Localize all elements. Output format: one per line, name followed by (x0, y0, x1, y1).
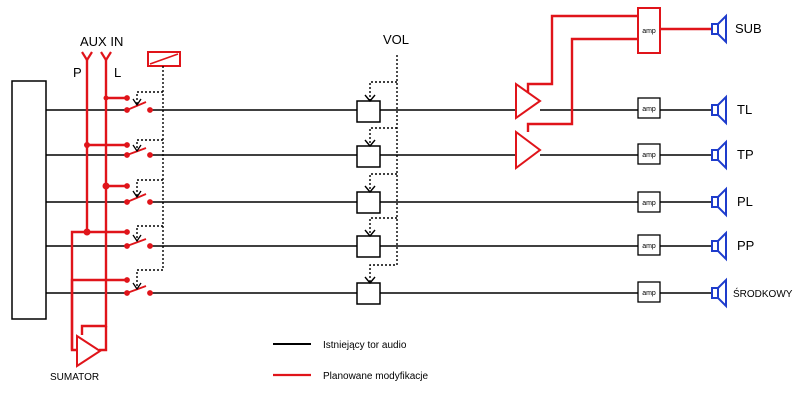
vol-control-lines (369, 55, 398, 283)
amp-label-center: amp (642, 290, 656, 297)
speaker-icon (711, 186, 727, 218)
sub-mix-paths (526, 14, 712, 132)
speakers (711, 13, 727, 309)
volume-blocks (356, 100, 381, 305)
aux-l-label: L (114, 65, 121, 80)
audio-source-block (11, 80, 47, 320)
aux-in-label: AUX IN (80, 34, 123, 49)
speaker-icon (711, 139, 727, 171)
switch-icon (124, 277, 153, 296)
amp-label-pp: amp (642, 243, 656, 250)
summing-amplifier-icon (76, 334, 102, 368)
switches (124, 95, 153, 296)
speaker-icon (711, 13, 727, 45)
aux-p-label: P (73, 65, 82, 80)
output-label-pp: PP (737, 238, 754, 253)
amp-label-sub: amp (642, 28, 656, 35)
legend-planned-label: Planowane modyfikacje (323, 371, 428, 382)
planned-modifications (70, 58, 127, 352)
switch-icon (124, 95, 153, 113)
output-label-pl: PL (737, 194, 753, 209)
amp-label-tl: amp (642, 106, 656, 113)
legend-existing-label: Istniejący tor audio (323, 340, 407, 351)
switch-icon (124, 183, 153, 205)
aux-input-connectors (81, 51, 112, 63)
switch-icon (124, 229, 153, 249)
output-label-sub: SUB (735, 21, 762, 36)
speaker-icon (711, 94, 727, 126)
vol-label: VOL (383, 32, 409, 47)
sumator-label: SUMATOR (50, 372, 99, 383)
relay-icon (147, 51, 181, 67)
existing-audio-lines (46, 109, 712, 294)
output-label-tp: TP (737, 147, 754, 162)
amp-label-tp: amp (642, 152, 656, 159)
switch-icon (124, 142, 153, 158)
sub-buffer-amps (515, 82, 542, 170)
amp-label-pl: amp (642, 200, 656, 207)
output-label-tl: TL (737, 102, 752, 117)
legend: Istniejący tor audio Planowane modyfikac… (273, 340, 428, 382)
amp-boxes (637, 97, 661, 303)
vol-arrowheads (364, 94, 376, 285)
speaker-icon (711, 277, 727, 309)
sub-amp-box (637, 7, 661, 54)
relay-arrowheads (132, 98, 142, 291)
junction-dots (83, 95, 110, 236)
relay-control-lines (136, 66, 164, 288)
speaker-icon (711, 230, 727, 262)
output-label-center: ŚRODKOWY (733, 287, 793, 300)
